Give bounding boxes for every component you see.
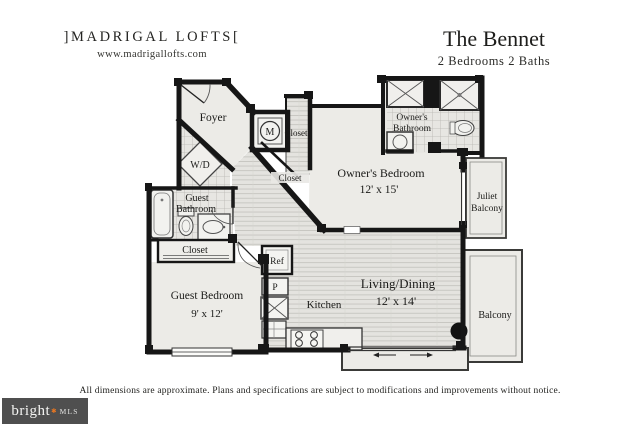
juliet-door-icon xyxy=(461,170,466,225)
laundry-diagonal-wall xyxy=(175,116,236,173)
plan-specs: 2 Bedrooms 2 Baths xyxy=(437,54,551,68)
owners-bath-label-1: Owner's xyxy=(396,113,428,123)
foyer-label: Foyer xyxy=(200,112,227,124)
doors-windows xyxy=(171,83,466,358)
kitchen-label: Kitchen xyxy=(307,299,342,311)
balcony-label: Balcony xyxy=(478,310,511,321)
guest-bath-label-2: Bathroom xyxy=(176,204,216,215)
room-labels: Foyer W/D M Closet Closet Guest Bathroom… xyxy=(171,112,512,321)
foyer-floor xyxy=(179,82,252,168)
balcony-inner-line xyxy=(469,255,517,357)
hall-closet-label: Closet xyxy=(278,173,302,183)
fixtures xyxy=(150,78,480,351)
owners-bedroom-dims: 12' x 15' xyxy=(360,184,399,196)
owners-bedroom-floor xyxy=(309,106,463,230)
juliet-balcony-label-1: Juliet xyxy=(477,192,498,202)
guest-closet-label: Closet xyxy=(182,245,208,256)
mechanical-label: M xyxy=(266,127,275,138)
toilet-icon-guest xyxy=(177,207,195,236)
sink-icon-owners xyxy=(386,131,414,154)
owners-bath-label-2: Bathroom xyxy=(393,124,432,134)
hall-closet-label-bg xyxy=(271,172,309,183)
owners-bedroom-diagonal-wall xyxy=(248,144,328,234)
bright-mls-logo: bright✱MLS xyxy=(2,398,88,424)
entry-door-icon xyxy=(180,83,211,104)
shower-stall-icon-right xyxy=(439,79,480,111)
guest-bedroom-window-icon xyxy=(171,347,233,357)
guest-bath-door-icon xyxy=(210,200,234,225)
juliet-inner-line xyxy=(469,161,503,235)
washer-dryer-icon xyxy=(177,141,223,187)
balcony-strip-floor xyxy=(341,347,469,371)
upper-closet-label: Closet xyxy=(284,128,308,138)
washer-dryer-label: W/D xyxy=(190,160,209,171)
mechanical-closet xyxy=(249,109,291,153)
hall-closet-wall xyxy=(260,141,300,179)
guest-closet-floor xyxy=(158,240,234,262)
mls-brand-text: bright xyxy=(11,402,51,419)
pantry-label: P xyxy=(272,283,277,293)
guest-bedroom-dims: 9' x 12' xyxy=(191,308,222,320)
living-dining-label: Living/Dining xyxy=(361,276,436,291)
owners-bedroom-door-opening xyxy=(343,226,361,234)
mechanical-icon xyxy=(259,120,281,142)
shower-stall-icon-left xyxy=(386,79,425,108)
hall-floor xyxy=(232,148,324,246)
sink-icon-guest xyxy=(197,213,231,241)
balcony-floor xyxy=(463,249,523,363)
guest-bedroom-floor xyxy=(149,262,266,352)
madrigal-lofts-logo: ]MADRIGAL LOFTS[ xyxy=(63,29,241,45)
sliding-door-icon xyxy=(348,346,456,358)
disclaimer-text: All dimensions are approximate. Plans an… xyxy=(79,386,561,396)
closet-rod xyxy=(163,255,229,259)
owners-bedroom-label: Owner's Bedroom xyxy=(337,166,425,180)
bathtub-icon xyxy=(150,189,174,239)
toilet-icon-owners xyxy=(449,119,475,137)
juliet-balcony-label-2: Balcony xyxy=(471,204,503,214)
mls-suffix-text: MLS xyxy=(59,406,79,416)
plan-title-block: The Bennet 2 Bedrooms 2 Baths xyxy=(408,26,580,69)
guest-bedroom-door-icon xyxy=(237,241,263,269)
guest-bath-label-1: Guest xyxy=(185,193,209,204)
refrigerator-label: Ref xyxy=(270,256,285,267)
guest-bedroom-label: Guest Bedroom xyxy=(171,290,244,302)
mls-star-icon: ✱ xyxy=(51,408,57,415)
brand-website: www.madrigallofts.com xyxy=(97,49,207,60)
bath-wall-chunk xyxy=(424,78,439,108)
brand-header: ]MADRIGAL LOFTS[ www.madrigallofts.com xyxy=(52,29,252,60)
plan-name: The Bennet xyxy=(442,26,546,51)
kitchen-living-floor xyxy=(266,232,463,348)
living-dining-dims: 12' x 14' xyxy=(376,294,416,308)
guest-closet-walls xyxy=(156,238,236,264)
juliet-balcony-floor xyxy=(465,157,507,239)
door-jambs xyxy=(145,75,483,354)
